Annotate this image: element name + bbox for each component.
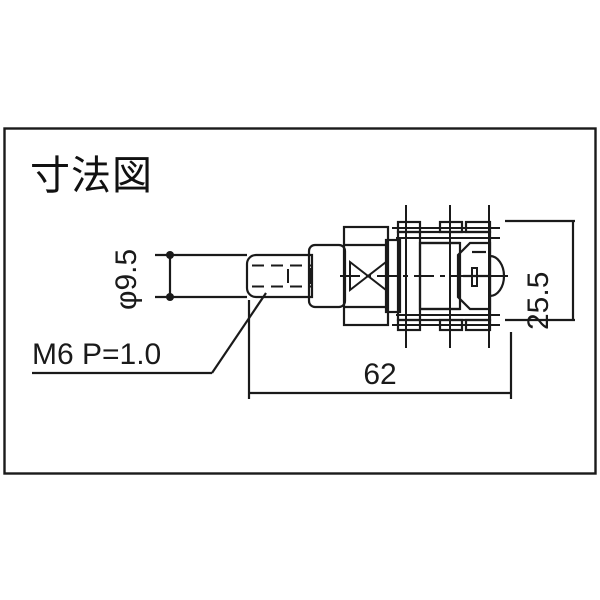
shaft-collar (307, 243, 347, 309)
phi-dot-top (166, 251, 174, 259)
part-geometry (245, 220, 506, 332)
threaded-shaft-outline (245, 253, 314, 299)
drawing-frame (3, 127, 597, 475)
thread-dimension-label: M6 P=1.0 (32, 338, 161, 371)
thread-leader-group (32, 292, 267, 375)
height-dimension-group (505, 219, 575, 322)
page-title: 寸法図 (30, 153, 153, 199)
phi-dot-bottom (166, 293, 174, 301)
height-dimension-label: 25.5 (522, 272, 555, 330)
length-dimension-group (247, 300, 513, 399)
thread-leader-diagonal (211, 292, 267, 374)
diameter-dimension-group (155, 251, 247, 301)
diameter-dimension-label: φ9.5 (110, 249, 143, 310)
center-lines (340, 205, 512, 348)
length-dimension-label: 62 (363, 358, 396, 391)
